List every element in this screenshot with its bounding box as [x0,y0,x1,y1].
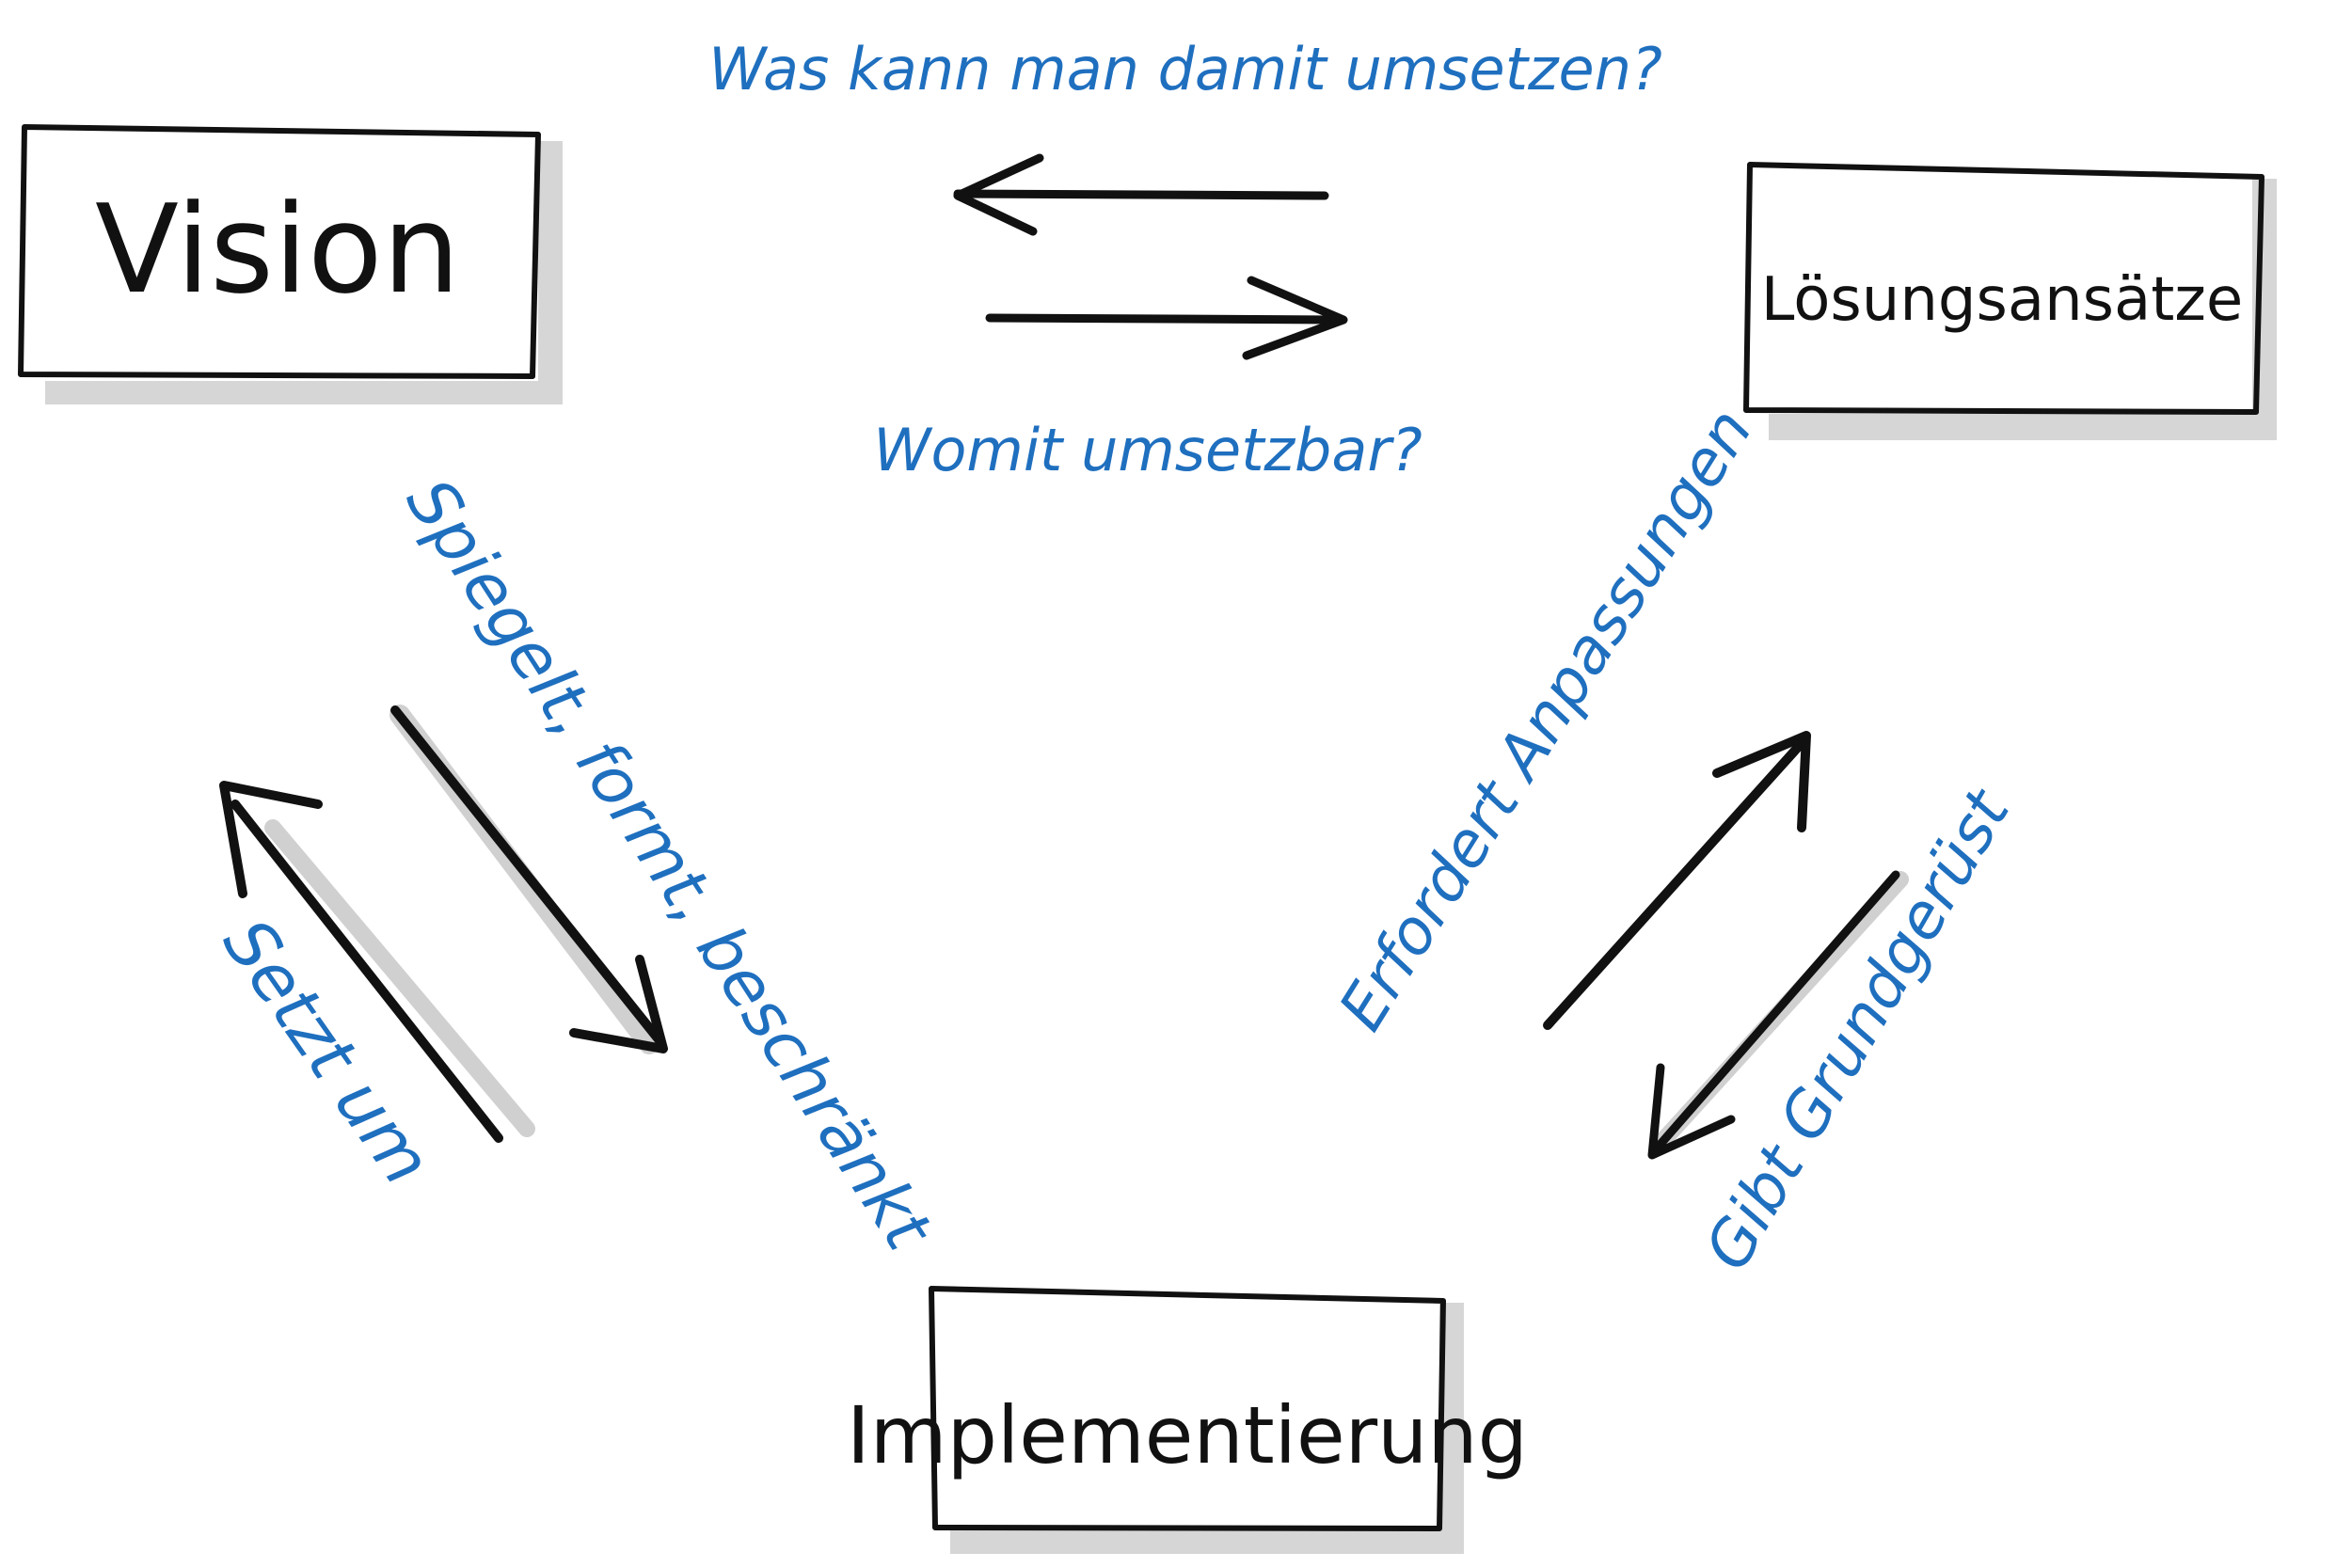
loesungsansaetze-node-border [1743,162,2265,415]
implementierung-node: Implementierung [847,1286,1528,1554]
vision-node-border [18,124,541,379]
arrow-vision-to-implementierung [389,705,668,1054]
arrow-head [569,955,668,1053]
arrow-head [1242,276,1348,360]
arrow-shaft [1543,738,1806,1030]
edge-label-erfordert-anpassungen: Erfordert Anpassungen [1325,396,1766,1042]
arrow-implementierung-to-loesungsansaetze [1543,731,1811,1030]
arrow-head [953,153,1044,236]
arrow-vision-to-loesungsansaetze [985,276,1348,360]
implementierung-node-border [929,1286,1446,1531]
arrow-loesungsansaetze-to-implementierung [1647,870,1909,1160]
edge-label-was-kann-man: Was kann man damit umsetzen? [708,35,1662,103]
edge-label-spiegelt-formt-beschraenkt: Spiegelt, formt, beschränkt [391,466,948,1265]
implementierung-node-shadow [950,1528,1458,1554]
loesungsansaetze-node-label: Lösungsansätze [1761,265,2244,335]
arrow-head [1712,731,1811,832]
arrow-loesungsansaetze-to-vision [953,153,1329,236]
arrow-shaft [1651,870,1900,1154]
arrow-head [1647,1063,1736,1160]
loesungsansaetze-node-shadow [1769,414,2275,440]
vision-node-label: Vision [95,178,460,321]
vision-node-shadow-side [538,141,563,404]
vision-node: Vision [18,124,563,404]
edge-label-womit-umsetzbar: Womit umsetzbar? [873,416,1422,484]
loesungsansaetze-node: Lösungsansätze [1743,162,2277,440]
implementierung-node-shadow-side [1439,1303,1464,1554]
arrow-shadow [264,819,535,1137]
arrow-shaft [230,800,503,1143]
implementierung-node-label: Implementierung [847,1389,1528,1481]
edge-label-gibt-grundgeruest: Gibt Grundgerüst [1691,777,2025,1282]
arrow-shaft [953,189,1329,200]
vision-node-shadow [45,381,561,404]
arrow-implementierung-to-vision [219,781,535,1143]
arrow-shaft [985,313,1345,325]
arrow-shaft [390,705,663,1044]
edge-label-setzt-um: Setzt um [208,905,447,1199]
arrow-head [219,781,323,898]
